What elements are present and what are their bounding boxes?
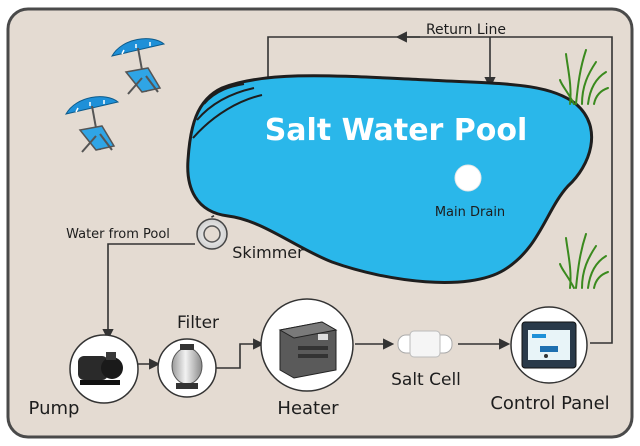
return-line-pipe (262, 36, 613, 344)
filter (157, 338, 217, 398)
heater-icon (278, 321, 338, 379)
salt-cell-label: Salt Cell (391, 370, 461, 390)
beach-chair-umbrella-icon (65, 96, 120, 153)
pool (186, 74, 594, 284)
control-panel-icon (521, 321, 577, 369)
pump-label: Pump (29, 398, 80, 419)
pool-step-3 (192, 94, 263, 139)
pool-title: Salt Water Pool (265, 113, 528, 148)
heater-label: Heater (277, 398, 339, 419)
salt-cell-icon (397, 330, 453, 358)
pump (69, 334, 139, 404)
pump-icon (78, 352, 123, 385)
control-panel (510, 306, 588, 384)
pool-step-1 (203, 83, 245, 105)
pool-water (186, 74, 594, 284)
grass-icon (559, 233, 609, 289)
filter-to-heater-pipe (215, 338, 265, 369)
return-line-label: Return Line (426, 22, 506, 38)
filter-label: Filter (177, 313, 219, 333)
skimmer-label: Skimmer (232, 243, 304, 262)
water-from-pool-pipe (102, 243, 195, 341)
main-drain-label: Main Drain (435, 205, 505, 220)
pool-step-2 (196, 87, 255, 121)
filter-tank-icon (171, 344, 203, 389)
control-panel-label: Control Panel (490, 393, 609, 414)
heater (260, 298, 354, 392)
water-from-pool-label: Water from Pool (66, 227, 170, 242)
beach-chair-umbrella-icon (111, 38, 166, 95)
main-drain-icon (454, 164, 482, 192)
grass-icon (559, 49, 609, 105)
